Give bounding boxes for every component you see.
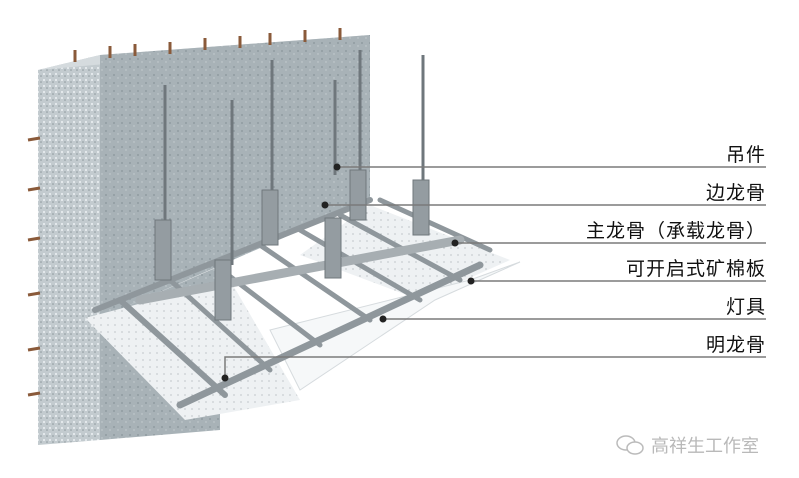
leader-lines <box>224 166 766 378</box>
keel-grid <box>92 197 493 409</box>
rebar-stubs <box>27 28 342 397</box>
label-exposed-keel: 明龙骨 <box>705 334 766 356</box>
wechat-icon <box>616 435 644 455</box>
label-main-keel: 主龙骨（承载龙骨） <box>585 220 766 242</box>
leader-dots <box>221 163 475 382</box>
hangers <box>154 50 430 321</box>
label-light-fixture: 灯具 <box>725 296 766 318</box>
watermark-text: 高祥生工作室 <box>651 436 759 457</box>
label-edge-keel: 边龙骨 <box>705 182 766 204</box>
watermark: 高祥生工作室 <box>615 432 759 458</box>
label-mineral-board: 可开启式矿棉板 <box>625 258 766 280</box>
label-hanger: 吊件 <box>725 144 766 166</box>
